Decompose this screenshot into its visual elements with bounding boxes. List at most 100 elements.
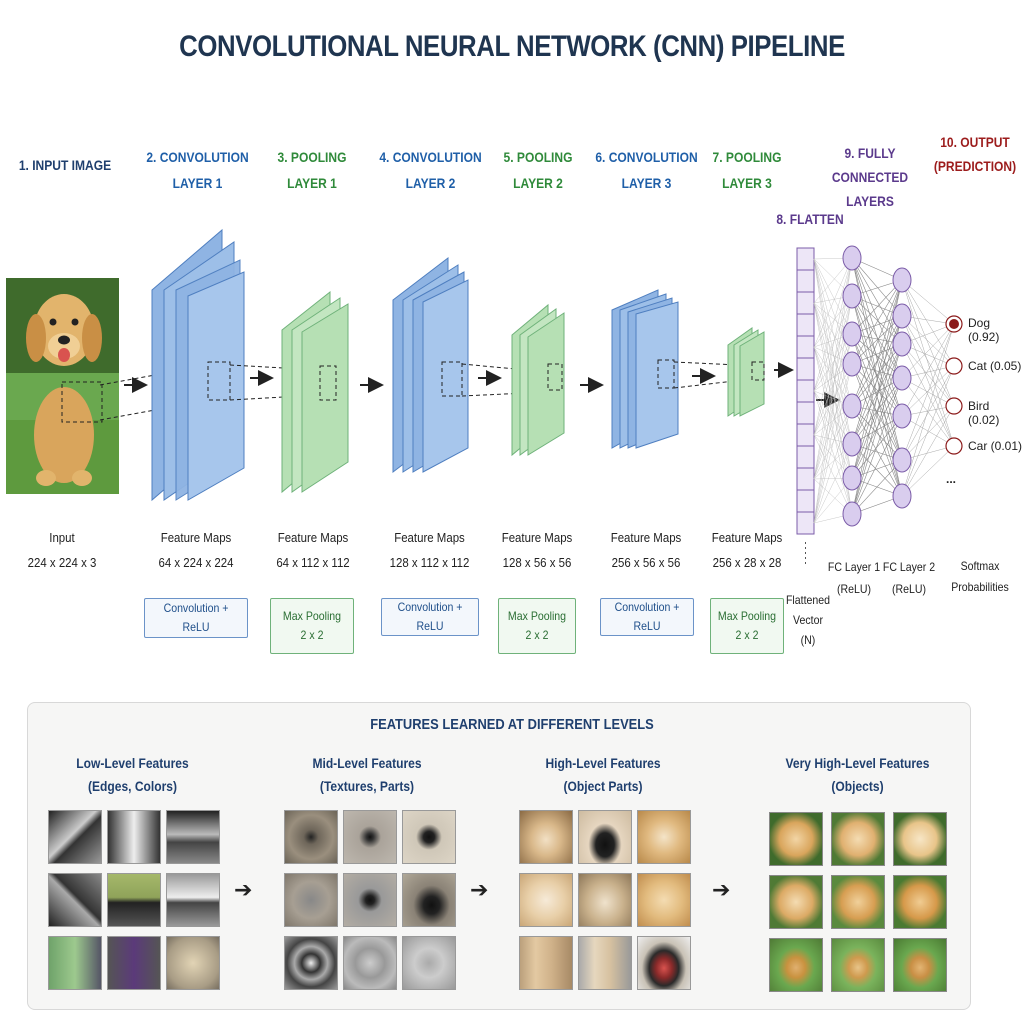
feature-tile-color: [107, 936, 161, 990]
caption-dims: 64 x 112 x 112: [276, 555, 350, 570]
op-label: Convolution + ReLU: [397, 600, 463, 633]
caption-line: Feature Maps: [501, 530, 573, 545]
op-max-pool-2: Max Pooling 2 x 2: [498, 598, 576, 654]
feature-tile-texture: [284, 936, 338, 990]
fc-edge: [813, 405, 853, 524]
fc-edge: [813, 295, 853, 392]
stage-label: 2. CONVOLUTION: [146, 149, 249, 165]
feature-tile-dog-face: [637, 810, 691, 864]
caption-input: Input 224 x 224 x 3: [18, 525, 106, 575]
stage-sublabel: LAYER 2: [513, 175, 563, 191]
arrow-icon: ➔: [234, 877, 253, 902]
flatten-cell: [796, 467, 815, 491]
level-title: Mid-Level Features: [312, 755, 422, 771]
stage-sublabel: LAYER 2: [405, 175, 456, 191]
pool1-feature-stack: [281, 290, 349, 494]
stage-sublabel: LAYER 1: [287, 175, 337, 191]
fc-edge: [813, 363, 853, 436]
fc-edge: [851, 279, 903, 365]
level-subtitle: (Objects): [831, 778, 884, 794]
flatten-cell: [796, 269, 815, 293]
level-subtitle: (Object Parts): [563, 778, 643, 794]
output-bird: Bird (0.02): [968, 399, 1000, 427]
fc2-node: [892, 483, 912, 509]
op-sublabel: 2 x 2: [525, 628, 549, 642]
flatten-cell: [796, 445, 815, 469]
feature-tile-eye: [343, 873, 397, 927]
feature-tile-dog-object: [893, 812, 947, 866]
feature-tile-dog-face: [519, 810, 573, 864]
feature-tile-edge: [48, 810, 102, 864]
op-label: Convolution + ReLU: [163, 601, 229, 634]
fc-edge: [813, 257, 853, 348]
caption-line: Feature Maps: [160, 530, 232, 545]
caption-line: Probabilities: [951, 580, 1009, 594]
feature-tile-dog-mouth: [637, 936, 691, 990]
flatten-cell: [796, 335, 815, 359]
flatten-cell: [796, 489, 815, 513]
op-conv-relu-3: Convolution + ReLU: [600, 598, 694, 636]
fc-edge: [813, 258, 853, 365]
feature-tile-dog-legs: [578, 936, 632, 990]
caption-fc1: FC Layer 1 (ReLU): [827, 556, 882, 600]
level-mid: Mid-Level Features (Textures, Parts): [294, 752, 440, 798]
fc1-node: [842, 283, 862, 309]
stage-label: 7. POOLING: [712, 149, 782, 165]
fc-edge: [813, 302, 853, 407]
fc-edge: [851, 415, 903, 515]
fc-edge: [901, 279, 955, 367]
caption-line: Feature Maps: [610, 530, 682, 545]
stage-input-image: 1. INPUT IMAGE: [18, 152, 113, 178]
fc-edge: [901, 279, 955, 407]
op-sublabel: 2 x 2: [300, 628, 324, 642]
fc-edge: [901, 279, 955, 325]
op-max-pool-1: Max Pooling 2 x 2: [270, 598, 354, 654]
level-high: High-Level Features (Object Parts): [530, 752, 676, 798]
fc-edge: [851, 405, 903, 497]
fc-edge: [901, 279, 955, 447]
pool2-feature-stack: [511, 303, 565, 457]
stage-convolution-1: 2. CONVOLUTION LAYER 1: [144, 144, 252, 196]
fc2-node: [892, 303, 912, 329]
feature-tile-edge: [166, 873, 220, 927]
caption-line: (ReLU): [836, 582, 872, 596]
feature-tile-dog-object: [769, 938, 823, 992]
fc-edge: [813, 443, 853, 524]
feature-tile-dog-object: [769, 875, 823, 929]
feature-tile-texture: [402, 936, 456, 990]
stage-label: 6. CONVOLUTION: [595, 149, 698, 165]
caption-line: (ReLU): [891, 582, 927, 596]
feature-tile-edge: [107, 810, 161, 864]
feature-tile-texture: [343, 810, 397, 864]
pipeline-diagram: [6, 228, 963, 564]
pool3-feature-stack: [727, 327, 765, 417]
arrow-icon: ➔: [712, 877, 731, 902]
fc-edge: [901, 365, 955, 497]
op-label: Max Pooling: [507, 609, 567, 623]
caption-softmax: Softmax Probabilities: [941, 556, 1018, 598]
fc-edge: [813, 363, 853, 524]
caption-conv2: Feature Maps 128 x 112 x 112: [379, 525, 480, 575]
flatten-cell: [796, 423, 815, 447]
fc-edge: [851, 343, 903, 479]
fc-edge: [851, 279, 903, 335]
fc-edge: [901, 405, 955, 461]
stage-pooling-2: 5. POOLING LAYER 2: [495, 144, 581, 196]
caption-line: Input: [49, 530, 75, 545]
fc-edge: [851, 377, 903, 515]
flatten-cell: [796, 379, 815, 403]
fc-edge: [851, 363, 903, 461]
level-title: Very High-Level Features: [785, 755, 930, 771]
caption-line: FC Layer 2: [882, 560, 936, 574]
output-car: Car (0.01): [968, 439, 1023, 453]
fc-edge: [813, 302, 853, 365]
stage-flatten: 8. FLATTEN: [776, 206, 845, 232]
feature-tile-dog-face: [578, 873, 632, 927]
fc-edge: [901, 343, 955, 407]
caption-line: Feature Maps: [277, 530, 349, 545]
flatten-vector: [796, 247, 815, 564]
level-low: Low-Level Features (Edges, Colors): [62, 752, 204, 798]
feature-tile-texture: [284, 810, 338, 864]
fc-edge: [851, 459, 903, 515]
input-dog-image: [6, 278, 119, 494]
